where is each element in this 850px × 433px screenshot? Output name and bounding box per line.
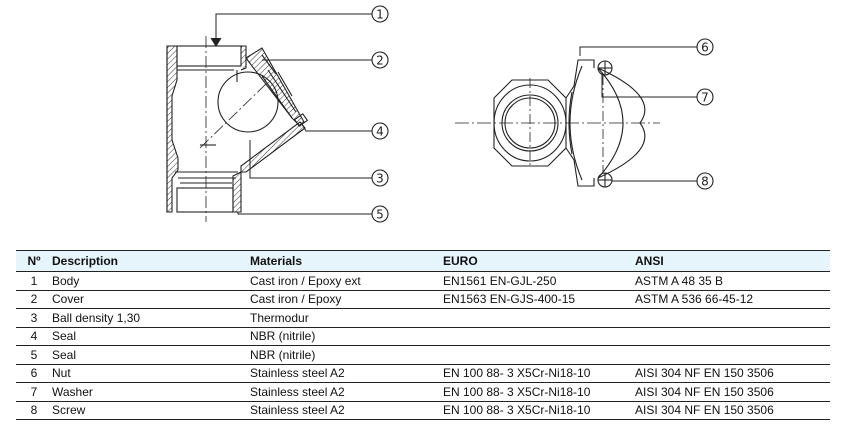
header-materials: Materials [250,250,443,272]
row-description: Cover [52,290,250,309]
callout-circle [371,122,389,140]
row-materials: Thermodur [250,308,443,328]
callout-marker: 4 [371,122,389,140]
callout-number: 5 [376,208,384,222]
row-euro [443,308,635,328]
row-number: 6 [16,364,52,383]
row-materials: Cast iron / Epoxy ext [250,271,443,291]
callout-number: 3 [376,172,384,186]
table-header-row: Nº Description Materials EURO ANSI [16,250,830,272]
row-euro: EN 100 88- 3 X5Cr-Ni18-10 [443,382,635,402]
header-ansi: ANSI [635,250,830,272]
callout-marker: 6 [696,38,714,56]
callout-marker: 5 [371,205,389,223]
callout-marker: 1 [371,5,389,23]
row-number: 8 [16,401,52,420]
row-materials: Stainless steel A2 [250,364,443,383]
row-euro: EN 100 88- 3 X5Cr-Ni18-10 [443,364,635,383]
callout-circle [696,38,714,56]
callout-number: 6 [701,41,709,55]
row-euro [443,345,635,365]
row-ansi: ASTM A 536 66-45-12 [635,290,830,309]
header-no: Nº [16,250,52,272]
row-ansi: AISI 304 NF EN 150 3506 [635,382,830,402]
row-euro: EN1563 EN-GJS-400-15 [443,290,635,309]
row-materials: NBR (nitrile) [250,327,443,346]
end-view [455,59,660,188]
header-euro: EURO [443,250,635,272]
row-ansi [635,308,830,328]
callout-circle [696,172,714,190]
section-view [166,36,309,222]
row-description: Seal [52,327,250,346]
row-description: Seal [52,345,250,365]
callout-marker: 3 [371,169,389,187]
row-description: Nut [52,364,250,383]
callout-number: 7 [701,91,709,105]
row-number: 5 [16,345,52,365]
row-ansi: AISI 304 NF EN 150 3506 [635,401,830,420]
callout-number: 4 [376,125,384,139]
row-description: Screw [52,401,250,420]
row-ansi: ASTM A 48 35 B [635,271,830,291]
row-ansi [635,345,830,365]
callout-circle [371,205,389,223]
callout-circle [371,169,389,187]
callout-marker: 8 [696,172,714,190]
row-description: Body [52,271,250,291]
row-number: 3 [16,308,52,328]
row-number: 4 [16,327,52,346]
callout-number: 1 [376,8,384,22]
row-materials: Stainless steel A2 [250,382,443,402]
callout-number: 8 [701,175,709,189]
row-euro [443,327,635,346]
callout-marker: 7 [696,88,714,106]
row-materials: Cast iron / Epoxy [250,290,443,309]
row-description: Ball density 1,30 [52,308,250,328]
row-number: 2 [16,290,52,309]
callout-number: 2 [376,54,384,68]
row-ansi: AISI 304 NF EN 150 3506 [635,364,830,383]
row-euro: EN1561 EN-GJL-250 [443,271,635,291]
row-number: 7 [16,382,52,402]
valve-technical-drawing: 1 2 4 3 5 6 7 8 [166,5,714,223]
left-leader-lines [210,13,372,215]
right-leader-lines [579,46,697,182]
row-number: 1 [16,271,52,291]
row-euro: EN 100 88- 3 X5Cr-Ni18-10 [443,401,635,420]
callout-circle [696,88,714,106]
row-description: Washer [52,382,250,402]
header-description: Description [52,250,250,272]
callout-circle [371,51,389,69]
callout-marker: 2 [371,51,389,69]
callout-circle [371,5,389,23]
row-materials: NBR (nitrile) [250,345,443,365]
row-materials: Stainless steel A2 [250,401,443,420]
callout-group: 1 2 4 3 5 6 7 8 [371,5,714,223]
row-ansi [635,327,830,346]
